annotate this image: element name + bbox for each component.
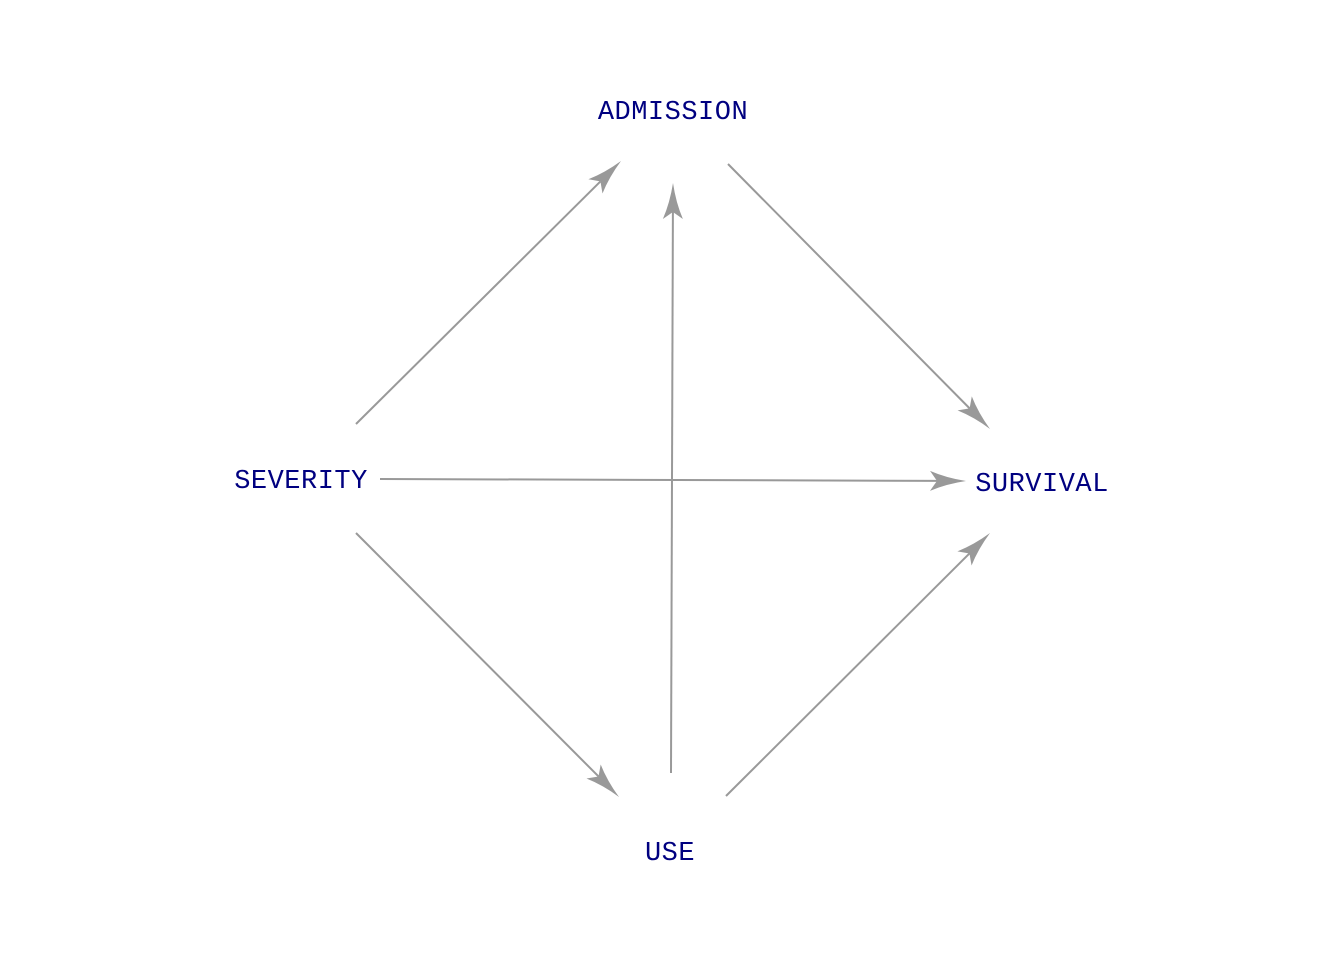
arrowhead-admission-to-survival xyxy=(957,396,990,429)
edge-severity-to-use xyxy=(355,532,600,778)
edge-layer xyxy=(355,161,990,797)
arrowhead-use-to-admission xyxy=(662,183,683,220)
edge-severity-to-admission xyxy=(355,180,602,425)
edge-severity-to-survival xyxy=(379,478,938,482)
arrowhead-severity-to-admission xyxy=(588,161,621,194)
arrowhead-use-to-survival xyxy=(957,533,990,566)
arrowhead-severity-to-survival xyxy=(929,470,966,491)
edge-use-to-admission xyxy=(670,211,674,774)
node-admission: ADMISSION xyxy=(598,98,748,128)
arrowhead-severity-to-use xyxy=(586,764,619,797)
node-use: USE xyxy=(645,839,695,869)
node-layer: ADMISSION SEVERITY SURVIVAL USE xyxy=(234,98,1109,869)
node-survival: SURVIVAL xyxy=(975,470,1109,500)
edge-use-to-survival xyxy=(725,552,971,797)
edge-admission-to-survival xyxy=(727,163,971,410)
node-severity: SEVERITY xyxy=(234,467,368,497)
